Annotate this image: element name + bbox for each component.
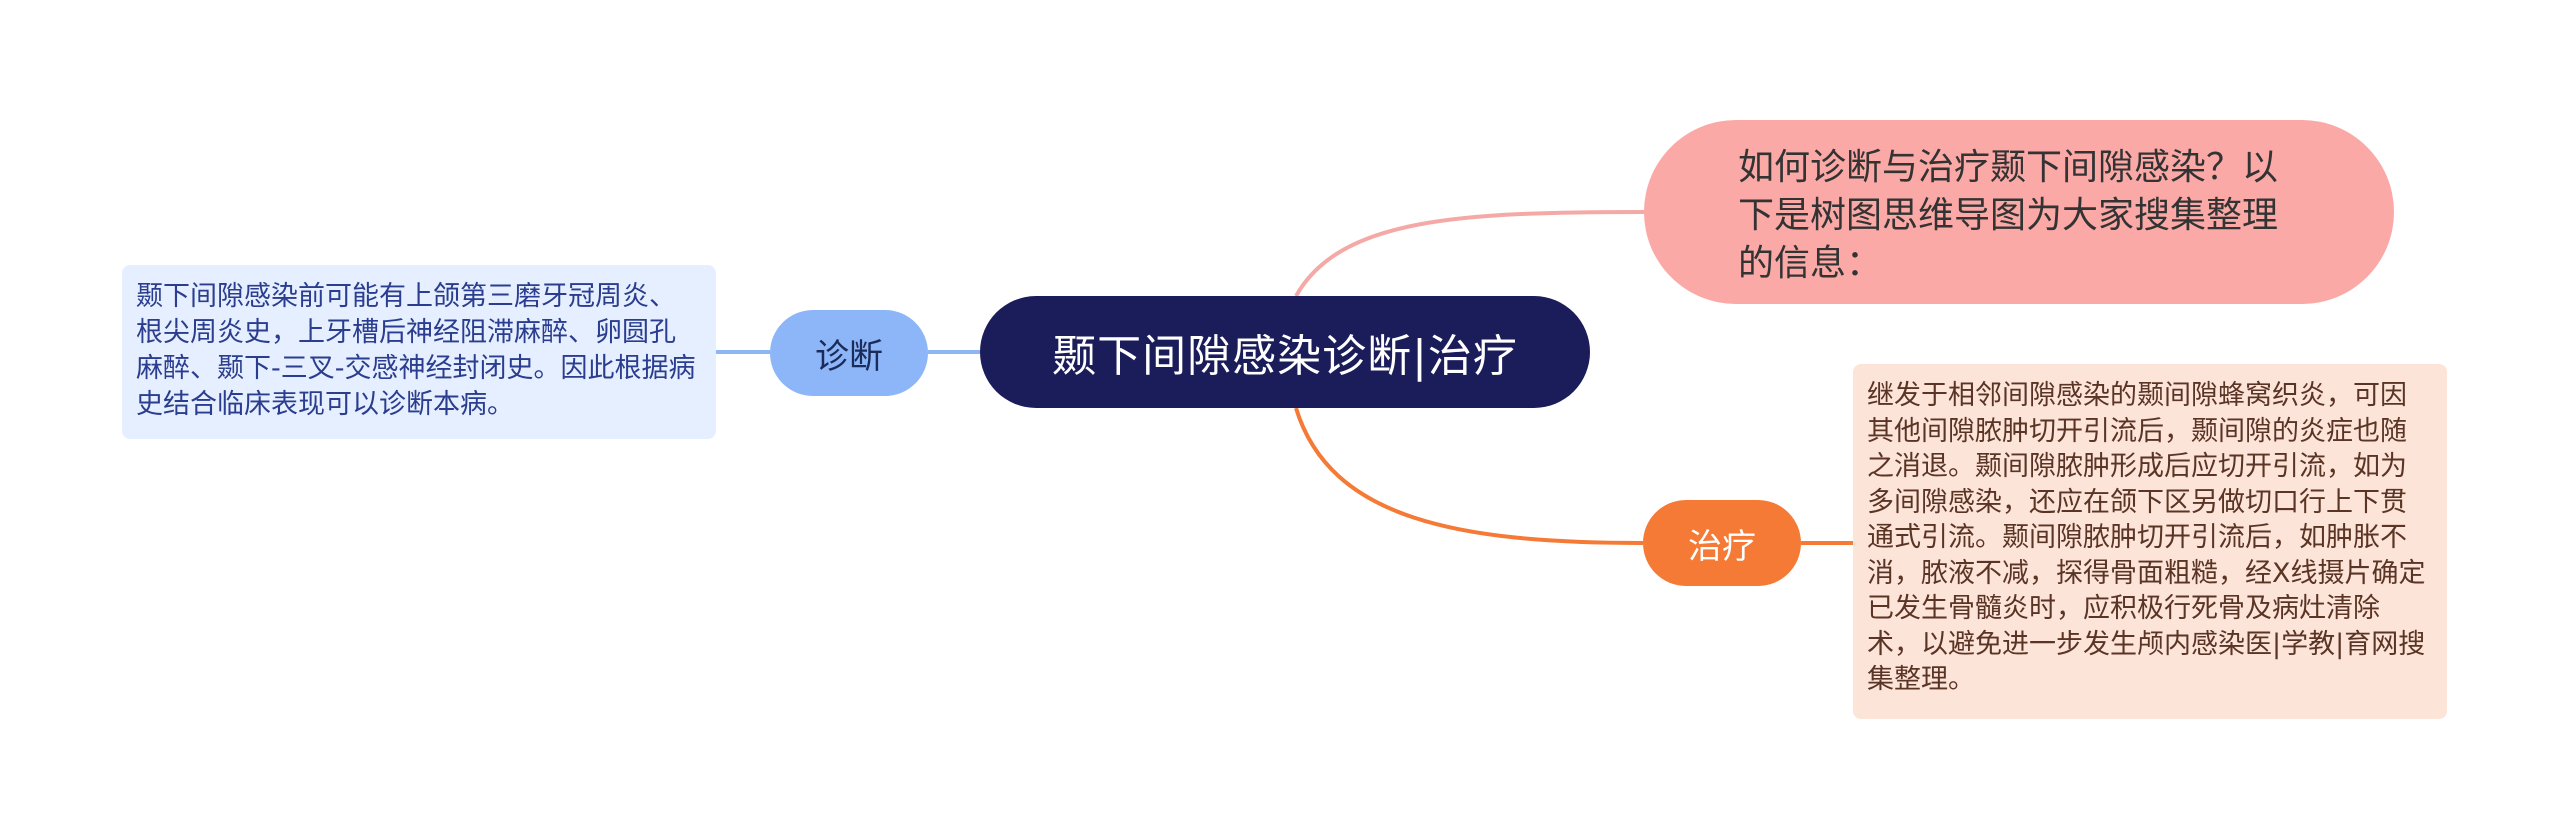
intro-node[interactable]: 如何诊断与治疗颞下间隙感染？以下是树图思维导图为大家搜集整理的信息：: [1644, 120, 2394, 304]
treatment-branch-label: 治疗: [1688, 526, 1756, 567]
connector-root-treatment: [1294, 407, 1644, 545]
treatment-detail-text: 继发于相邻间隙感染的颞间隙蜂窝织炎，可因其他间隙脓肿切开引流后，颞间隙的炎症也随…: [1867, 380, 2426, 695]
diagnosis-branch-label: 诊断: [815, 336, 883, 377]
connector-root-intro: [1294, 210, 1645, 297]
treatment-branch-node[interactable]: 治疗: [1643, 500, 1801, 586]
root-topic-node[interactable]: 颞下间隙感染诊断|治疗: [980, 296, 1590, 408]
treatment-detail-node[interactable]: 继发于相邻间隙感染的颞间隙蜂窝织炎，可因其他间隙脓肿切开引流后，颞间隙的炎症也随…: [1853, 364, 2447, 719]
intro-text: 如何诊断与治疗颞下间隙感染？以下是树图思维导图为大家搜集整理的信息：: [1738, 147, 2279, 284]
diagnosis-detail-node[interactable]: 颞下间隙感染前可能有上颌第三磨牙冠周炎、根尖周炎史，上牙槽后神经阻滞麻醉、卵圆孔…: [122, 265, 716, 439]
root-topic-title: 颞下间隙感染诊断|治疗: [1052, 331, 1518, 382]
diagnosis-branch-node[interactable]: 诊断: [770, 310, 928, 396]
diagnosis-detail-text: 颞下间隙感染前可能有上颌第三磨牙冠周炎、根尖周炎史，上牙槽后神经阻滞麻醉、卵圆孔…: [136, 281, 696, 420]
